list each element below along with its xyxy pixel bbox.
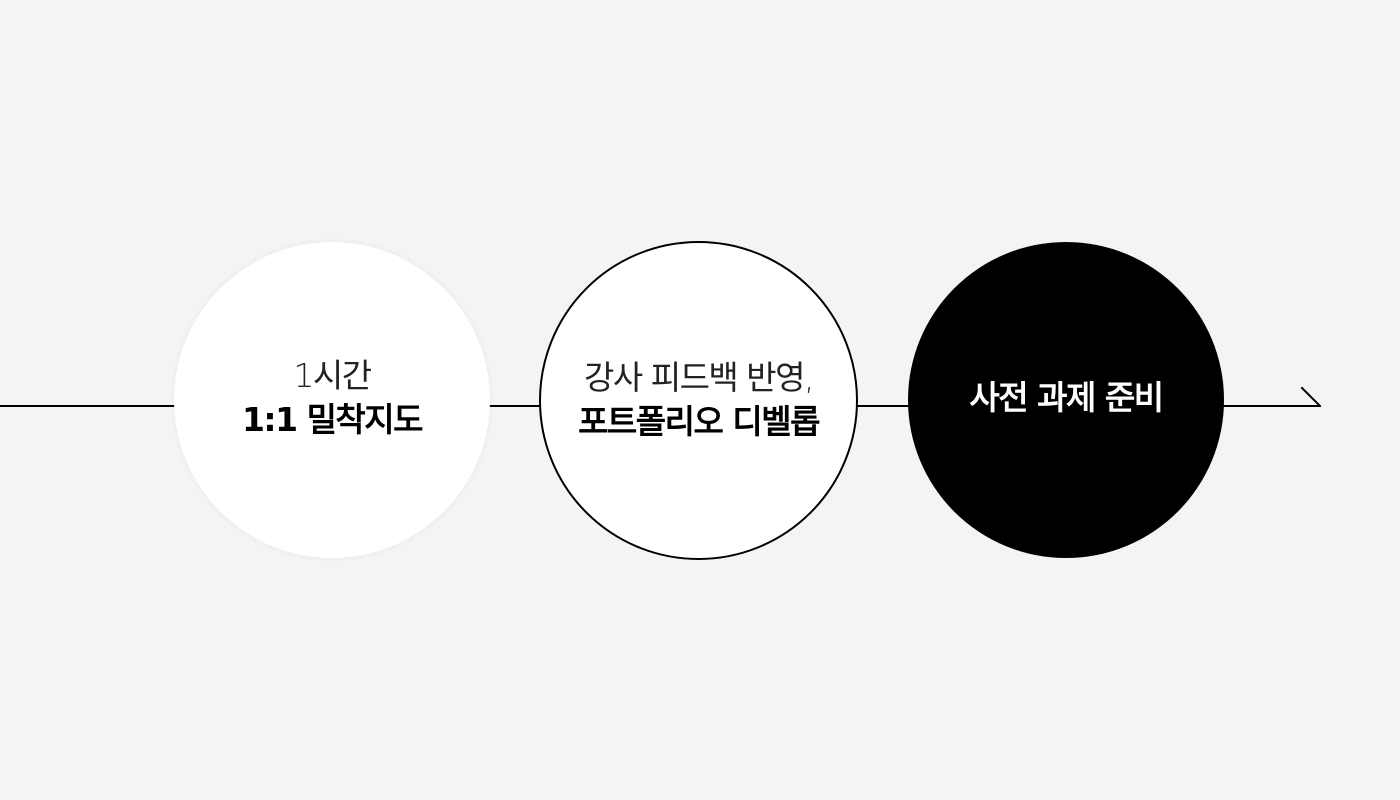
step-1-title: 1:1 밀착지도 xyxy=(241,400,424,439)
step-2-circle: 강사 피드백 반영, 포트폴리오 디벨롭 xyxy=(539,241,858,560)
step-2-subtitle: 강사 피드백 반영, xyxy=(584,357,815,397)
step-1-subtitle: 1시간 xyxy=(293,356,372,395)
step-3-circle: 사전 과제 준비 xyxy=(908,242,1224,558)
arrow-right-icon xyxy=(1300,386,1322,408)
step-1-circle: 1시간 1:1 밀착지도 xyxy=(174,242,490,558)
step-2-title: 포트폴리오 디벨롭 xyxy=(578,401,820,441)
step-3-title: 사전 과제 준비 xyxy=(969,378,1164,417)
